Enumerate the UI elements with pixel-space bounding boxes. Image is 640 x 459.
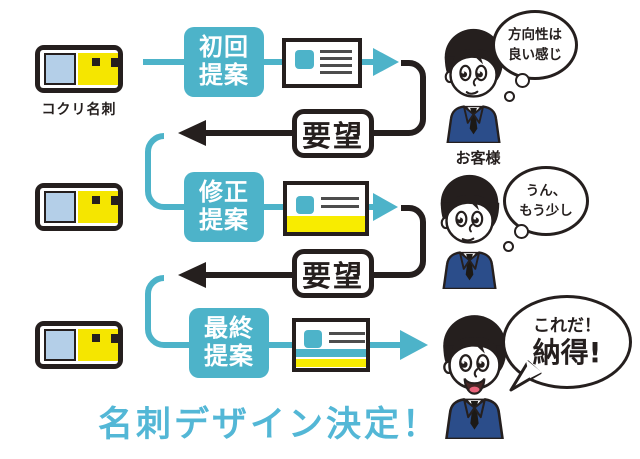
- thought-trail-dot: [515, 73, 530, 88]
- card-teal-stripe: [296, 349, 366, 357]
- step-box-final-proposal: 最終 提案: [189, 308, 269, 378]
- card-text-line: [329, 340, 365, 343]
- card-photo-square: [295, 50, 314, 69]
- logo-pixel-dot: [92, 334, 100, 342]
- bubble-text-line: 納得!: [532, 335, 602, 369]
- customer-label: お客様: [455, 149, 501, 167]
- logo-blue-square: [44, 329, 76, 361]
- bubble-text-line: 良い感じ: [508, 47, 562, 63]
- card-photo-square: [304, 330, 322, 348]
- card-text-line: [321, 205, 359, 208]
- kokuri-logo-label: コクリ名刺: [41, 102, 117, 118]
- business-card-draft-2-icon: [283, 181, 369, 236]
- bubble-text-line: 方向性は: [508, 26, 562, 43]
- logo-pixel-dot: [92, 196, 100, 204]
- logo-card-face: [40, 326, 118, 364]
- flow-elbow: [145, 275, 189, 348]
- logo-card-face: [40, 188, 118, 226]
- step-box-revised-proposal: 修正 提案: [184, 172, 264, 242]
- logo-pixel-notch: [111, 58, 118, 67]
- request-box: 要望: [292, 109, 374, 158]
- step-label-line: 最終: [204, 314, 254, 343]
- thought-trail-dot: [504, 91, 515, 102]
- card-yellow-stripe: [287, 216, 365, 232]
- request-label: 要望: [301, 258, 364, 293]
- thought-bubble-icon: 方向性は 良い感じ: [492, 10, 578, 80]
- logo-blue-square: [44, 191, 76, 223]
- step-label-line: 提案: [204, 342, 254, 370]
- headline: 名刺デザイン決定！: [98, 405, 441, 445]
- logo-pixel-notch: [111, 196, 118, 205]
- card-text-line: [320, 50, 352, 53]
- business-card-draft-3-icon: [292, 318, 370, 372]
- speech-bubble-tail: [509, 360, 542, 392]
- customer-icon: [439, 173, 501, 289]
- card-text-line: [329, 332, 365, 335]
- logo-yellow-square: [78, 329, 118, 361]
- feedback-line: [206, 205, 426, 278]
- bubble-text-line: うん、: [525, 182, 567, 199]
- bubble-text-line: これだ！: [533, 315, 601, 336]
- step-label-line: 提案: [199, 61, 249, 89]
- customer-neutral-mouth: [461, 237, 475, 242]
- card-text-line: [320, 57, 352, 60]
- arrow-right-icon: [400, 330, 428, 360]
- arrow-left-icon: [178, 262, 206, 288]
- logo-card-face: [40, 50, 118, 88]
- arrow-right-icon: [373, 193, 398, 221]
- feedback-line: [206, 60, 426, 136]
- customer-tongue: [469, 386, 480, 393]
- thought-bubble-icon: うん、 もう少し: [503, 166, 589, 236]
- step-label-line: 修正: [199, 178, 249, 207]
- logo-yellow-square: [78, 191, 118, 223]
- logo-yellow-square: [78, 53, 118, 85]
- arrow-left-icon: [178, 120, 206, 146]
- step-box-initial-proposal: 初回 提案: [184, 27, 264, 97]
- kokuri-logo-icon: [35, 183, 123, 231]
- kokuri-logo-icon: [35, 45, 123, 93]
- step-label-line: 初回: [199, 33, 249, 62]
- card-text-line: [321, 197, 359, 200]
- thought-trail-dot: [503, 241, 514, 252]
- step-label-line: 提案: [199, 206, 249, 234]
- logo-blue-square: [44, 53, 76, 85]
- kokuri-logo-icon: [35, 321, 123, 369]
- customer-icon: [441, 313, 509, 439]
- business-card-draft-1-icon: [282, 38, 362, 88]
- logo-pixel-notch: [111, 334, 118, 343]
- flow-elbow: [145, 133, 184, 210]
- customer-neutral-mouth: [465, 90, 479, 95]
- card-yellow-stripe: [296, 359, 366, 367]
- card-text-line: [320, 64, 352, 67]
- customer-icon: [443, 27, 505, 143]
- logo-pixel-dot: [92, 58, 100, 66]
- thought-trail-dot: [514, 224, 529, 239]
- request-box: 要望: [292, 249, 374, 298]
- request-label: 要望: [301, 118, 364, 153]
- arrow-right-icon: [373, 48, 399, 76]
- bubble-text-line: もう少し: [519, 203, 573, 219]
- card-text-line: [320, 71, 352, 74]
- card-photo-square: [296, 196, 314, 214]
